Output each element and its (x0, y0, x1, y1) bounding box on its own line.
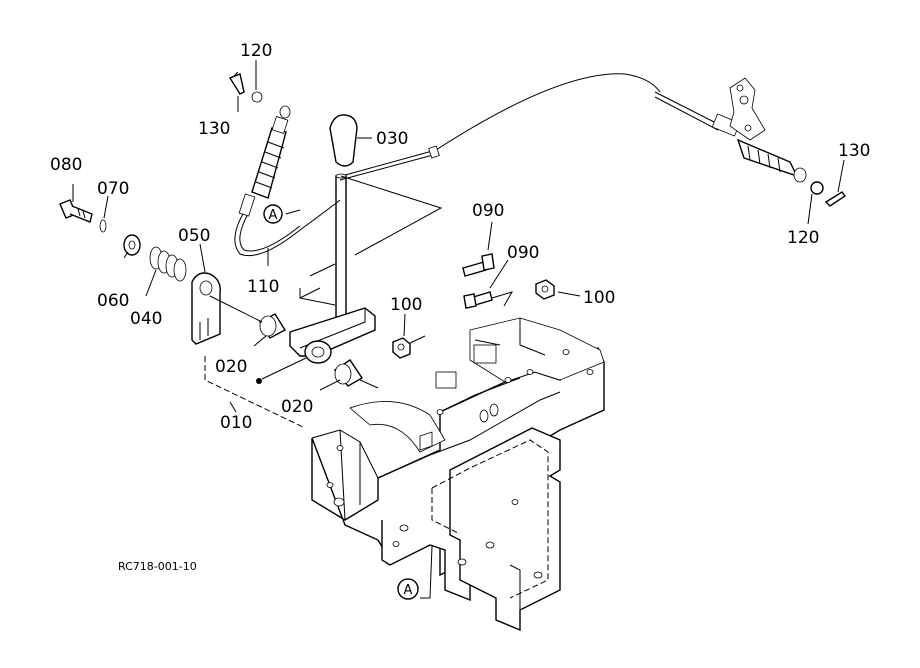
callout-020-left: 020 (215, 357, 247, 377)
callout-130-top: 130 (198, 119, 230, 139)
bolt-080 (59, 199, 93, 223)
marker-a-lower-text: A (404, 583, 413, 598)
marker-a-upper: A (263, 204, 283, 224)
shift-lever (256, 114, 443, 384)
callout-010: 010 (220, 413, 252, 433)
reference-code: RC718-001-10 (118, 560, 197, 573)
shift-cable (234, 73, 807, 257)
callout-040: 040 (130, 309, 162, 329)
collar-020-left (259, 313, 286, 339)
cotter-pin-130-right (824, 191, 847, 207)
callout-060: 060 (97, 291, 129, 311)
cotter-pin-130-top (228, 71, 245, 95)
collar-020-right (333, 359, 363, 387)
callout-050: 050 (178, 226, 210, 246)
callout-080: 080 (50, 155, 82, 175)
callout-030: 030 (376, 129, 408, 149)
callout-020-right: 020 (281, 397, 313, 417)
leader-lines (72, 60, 845, 599)
marker-a-upper-text: A (269, 208, 278, 223)
bolt-090-top (462, 253, 495, 277)
callout-130-right: 130 (838, 141, 870, 161)
washer-060 (123, 234, 141, 256)
bolt-090-mid (463, 291, 514, 309)
callout-120-top: 120 (240, 41, 272, 61)
cable-end-right (654, 77, 807, 183)
nut-100-right (535, 279, 555, 300)
washer-120-right (810, 181, 824, 195)
cable-boot-left (238, 105, 291, 217)
callout-070: 070 (97, 179, 129, 199)
spring-040 (149, 246, 187, 282)
detent-plate-050 (191, 272, 221, 345)
pivot-hardware (59, 199, 379, 389)
nut-100-left (392, 335, 426, 359)
callout-090-mid: 090 (507, 243, 539, 263)
callout-100-left: 100 (390, 295, 422, 315)
callout-090-top: 090 (472, 201, 504, 221)
callout-110: 110 (247, 277, 279, 297)
fasteners (228, 71, 847, 359)
callout-100-right: 100 (583, 288, 615, 308)
washer-120-top (251, 91, 263, 103)
lock-washer-070 (99, 219, 107, 233)
callout-120-right: 120 (787, 228, 819, 248)
frame-bracket (311, 317, 605, 632)
marker-a-lower: A (397, 578, 419, 600)
